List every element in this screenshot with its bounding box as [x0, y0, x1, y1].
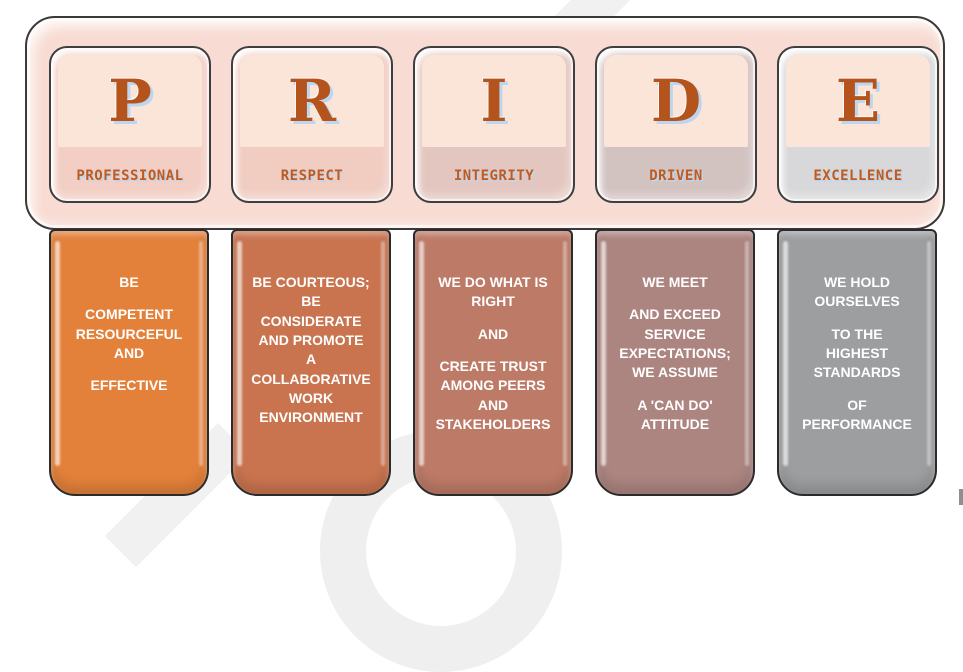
desc-line: A 'CAN DO' — [637, 396, 713, 413]
desc-line: AMONG PEERS — [440, 377, 546, 394]
pillar-description: BE COMPETENT RESOURCEFUL AND EFFECTIVE — [51, 231, 207, 396]
desc-line: EFFECTIVE — [90, 377, 168, 394]
letter-card-integrity: I INTEGRITY — [413, 46, 575, 203]
letter-panel: R — [240, 55, 384, 147]
pillar-column-integrity: WE DO WHAT IS RIGHT AND CREATE TRUST AMO… — [413, 229, 573, 496]
letter-panel: I — [422, 55, 566, 147]
letter-panel: D — [604, 55, 748, 147]
clipped-edge-artifact — [959, 489, 963, 505]
pillar-column-excellence: WE HOLD OURSELVES TO THE HIGHEST STANDAR… — [777, 229, 937, 496]
desc-line: WE DO WHAT IS — [438, 274, 548, 290]
letter-card-professional: P PROFESSIONAL — [49, 46, 211, 203]
letter-panel: E — [786, 55, 930, 147]
letter-card-excellence: E EXCELLENCE — [777, 46, 939, 203]
desc-line: A — [305, 351, 317, 368]
pillar-column-respect: BE COURTEOUS; BE CONSIDERATE AND PROMOTE… — [231, 229, 391, 496]
desc-line: CREATE TRUST — [439, 357, 547, 374]
desc-line: ENVIRONMENT — [259, 409, 363, 426]
pride-values-diagram: P PROFESSIONAL R RESPECT I INTEGRITY D D… — [0, 0, 963, 517]
desc-line: AND — [477, 396, 509, 413]
letter-panel: P — [58, 55, 202, 147]
desc-line: EXPECTATIONS; — [619, 344, 731, 361]
letter-card-respect: R RESPECT — [231, 46, 393, 203]
desc-line: BE COURTEOUS; — [252, 274, 370, 290]
desc-line: PERFORMANCE — [802, 415, 912, 432]
desc-line: SERVICE — [644, 325, 706, 342]
letter-p: P — [108, 67, 152, 135]
desc-line: OURSELVES — [814, 293, 900, 310]
desc-line: AND — [477, 325, 509, 342]
letter-e: E — [835, 67, 881, 135]
desc-line: BE — [301, 293, 321, 310]
desc-line: HIGHEST — [825, 344, 889, 361]
desc-line: CONSIDERATE — [260, 312, 362, 329]
desc-line: AND EXCEED — [629, 306, 721, 323]
desc-line: RESOURCEFUL — [75, 325, 183, 342]
desc-line: WE MEET — [642, 274, 708, 290]
desc-line: BE — [119, 274, 139, 290]
letter-card-driven: D DRIVEN — [595, 46, 757, 203]
desc-line: WE ASSUME — [632, 364, 718, 381]
desc-line: RIGHT — [471, 293, 515, 310]
pillar-description: BE COURTEOUS; BE CONSIDERATE AND PROMOTE… — [233, 231, 389, 428]
desc-line: STAKEHOLDERS — [435, 415, 551, 432]
desc-line: COMPETENT — [85, 306, 173, 323]
letter-i: I — [480, 67, 508, 135]
card-label-integrity: INTEGRITY — [453, 168, 535, 184]
letter-r: R — [287, 67, 337, 135]
desc-line: WE HOLD — [823, 274, 891, 290]
pillar-description: WE HOLD OURSELVES TO THE HIGHEST STANDAR… — [779, 231, 935, 434]
desc-line: COLLABORATIVE — [251, 370, 371, 387]
pillar-description: WE MEET AND EXCEED SERVICE EXPECTATIONS;… — [597, 231, 753, 434]
desc-line: STANDARDS — [813, 364, 901, 381]
card-label-professional: PROFESSIONAL — [76, 168, 184, 184]
pillar-column-professional: BE COMPETENT RESOURCEFUL AND EFFECTIVE — [49, 229, 209, 496]
desc-line: WORK — [288, 389, 334, 406]
desc-line: AND — [113, 344, 145, 361]
desc-line: TO THE — [831, 325, 883, 342]
pillar-description: WE DO WHAT IS RIGHT AND CREATE TRUST AMO… — [415, 231, 571, 434]
card-label-excellence: EXCELLENCE — [813, 168, 903, 184]
desc-line: AND PROMOTE — [258, 331, 364, 348]
desc-line: OF — [847, 396, 867, 413]
desc-line: ATTITUDE — [640, 415, 710, 432]
card-label-respect: RESPECT — [280, 168, 344, 184]
pillar-column-driven: WE MEET AND EXCEED SERVICE EXPECTATIONS;… — [595, 229, 755, 496]
letter-d: D — [650, 67, 702, 135]
card-label-driven: DRIVEN — [649, 168, 703, 184]
